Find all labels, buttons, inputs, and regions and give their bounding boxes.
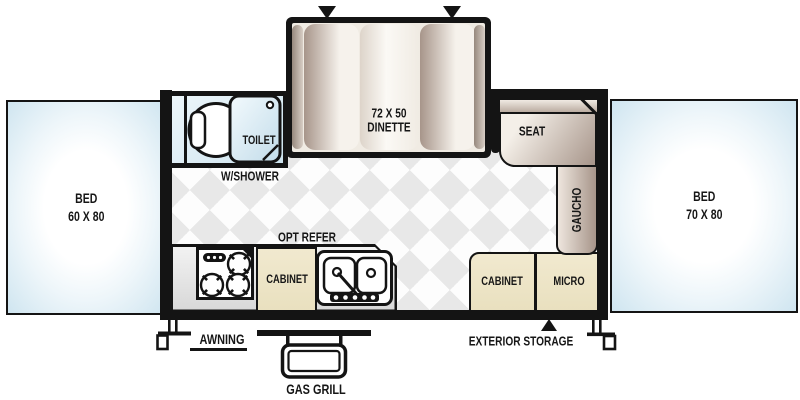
gas-grill-label: GAS GRILL <box>286 381 346 397</box>
gaucho-cushion <box>556 165 598 255</box>
dinette-cushion-left <box>304 24 359 150</box>
bed-left-size: 60 X 80 <box>67 208 105 224</box>
bed-right-label: BED 70 X 80 <box>686 188 722 223</box>
dinette-bolster-right <box>474 25 485 149</box>
dinette <box>286 17 491 158</box>
cabinet-right-label: CABINET <box>481 274 523 288</box>
bathroom <box>160 91 288 168</box>
dinette-cushion-right <box>420 24 475 150</box>
shower-pan-icon <box>228 94 282 164</box>
exterior-storage-marker-icon <box>541 319 557 331</box>
opt-refer-label: OPT REFER <box>277 229 337 245</box>
cabinet-left-label: CABINET <box>266 272 308 286</box>
exterior-storage-label: EXTERIOR STORAGE <box>468 333 574 349</box>
wall-bottom <box>160 310 608 320</box>
wall-seat-left <box>491 89 500 153</box>
dinette-cushion-middle <box>360 24 419 150</box>
bed-left-label: BED 60 X 80 <box>68 190 104 225</box>
toilet-label: TOILET <box>242 133 276 147</box>
dinette-size-label: 72 X 50 <box>371 105 407 121</box>
gas-grill-icon <box>257 330 371 379</box>
bed-left-name: BED <box>74 190 98 206</box>
bed-right-size: 70 X 80 <box>685 207 723 222</box>
seat-cushion <box>499 112 597 167</box>
seat-label: SEAT <box>518 123 546 139</box>
bathroom-divider <box>184 96 187 163</box>
dinette-bolster-left <box>292 25 303 149</box>
gaucho-label: GAUCHO <box>570 187 584 233</box>
marker-left-icon <box>318 6 336 19</box>
bed-left: BED 60 X 80 <box>6 100 166 315</box>
counter-right-divider <box>534 254 537 310</box>
stabilizer-jack-right-icon <box>587 318 617 351</box>
awning-underline <box>190 348 247 351</box>
wall-seat-top <box>491 89 608 100</box>
micro-label: MICRO <box>553 274 585 288</box>
wall-right <box>597 89 608 320</box>
marker-right-icon <box>443 6 461 19</box>
shower-label: W/SHOWER <box>220 168 280 184</box>
bed-right: BED 70 X 80 <box>610 99 798 313</box>
dinette-label: DINETTE <box>367 119 411 135</box>
awning-label: AWNING <box>199 331 245 347</box>
sink-icon <box>316 250 393 306</box>
wall-left <box>160 90 172 320</box>
stove-icon <box>196 247 254 300</box>
kitchen-counter-right <box>469 252 604 312</box>
bed-right-name: BED <box>692 189 716 205</box>
stabilizer-jack-left-icon <box>156 318 191 351</box>
